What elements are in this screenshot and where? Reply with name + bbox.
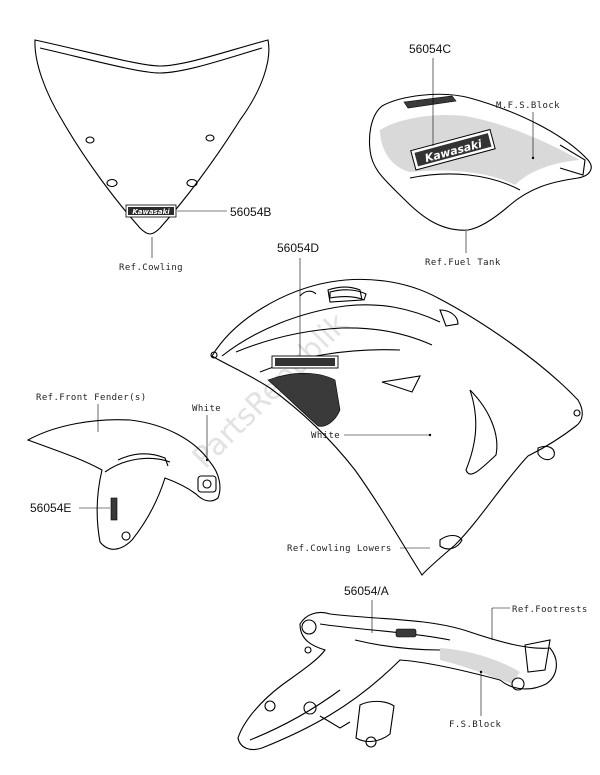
part-number-56054-a: 56054/A bbox=[344, 584, 389, 598]
mfs-block-label: M.F.S.Block bbox=[496, 101, 560, 111]
fuel-tank-part bbox=[368, 93, 592, 231]
part-number-56054d: 56054D bbox=[277, 241, 319, 255]
part-number-56054b: 56054B bbox=[230, 205, 271, 219]
footrest-bracket-part bbox=[237, 611, 557, 751]
cowling-ninja-emblem bbox=[271, 355, 339, 369]
cowling-lowers-part bbox=[210, 278, 583, 576]
front-fender-part bbox=[26, 419, 221, 550]
part-number-56054e: 56054E bbox=[30, 501, 71, 515]
front-fender-white-label: White bbox=[192, 404, 221, 414]
ref-cowling-label: Ref.Cowling bbox=[119, 263, 183, 273]
ref-fuel-tank-label: Ref.Fuel Tank bbox=[425, 258, 501, 268]
part-number-56054c: 56054C bbox=[409, 42, 451, 56]
ref-cowling-lowers-label: Ref.Cowling Lowers bbox=[287, 544, 392, 554]
ref-front-fender-label: Ref.Front Fender(s) bbox=[36, 393, 147, 403]
ref-footrests-label: Ref.Footrests bbox=[512, 605, 588, 615]
windshield-kawasaki-emblem: Kawasaki bbox=[125, 204, 177, 218]
cowling-white-label: White bbox=[311, 431, 340, 441]
fs-block-label: F.S.Block bbox=[449, 720, 502, 730]
windshield-part bbox=[34, 39, 270, 235]
windshield-emblem-text: Kawasaki bbox=[132, 208, 170, 216]
